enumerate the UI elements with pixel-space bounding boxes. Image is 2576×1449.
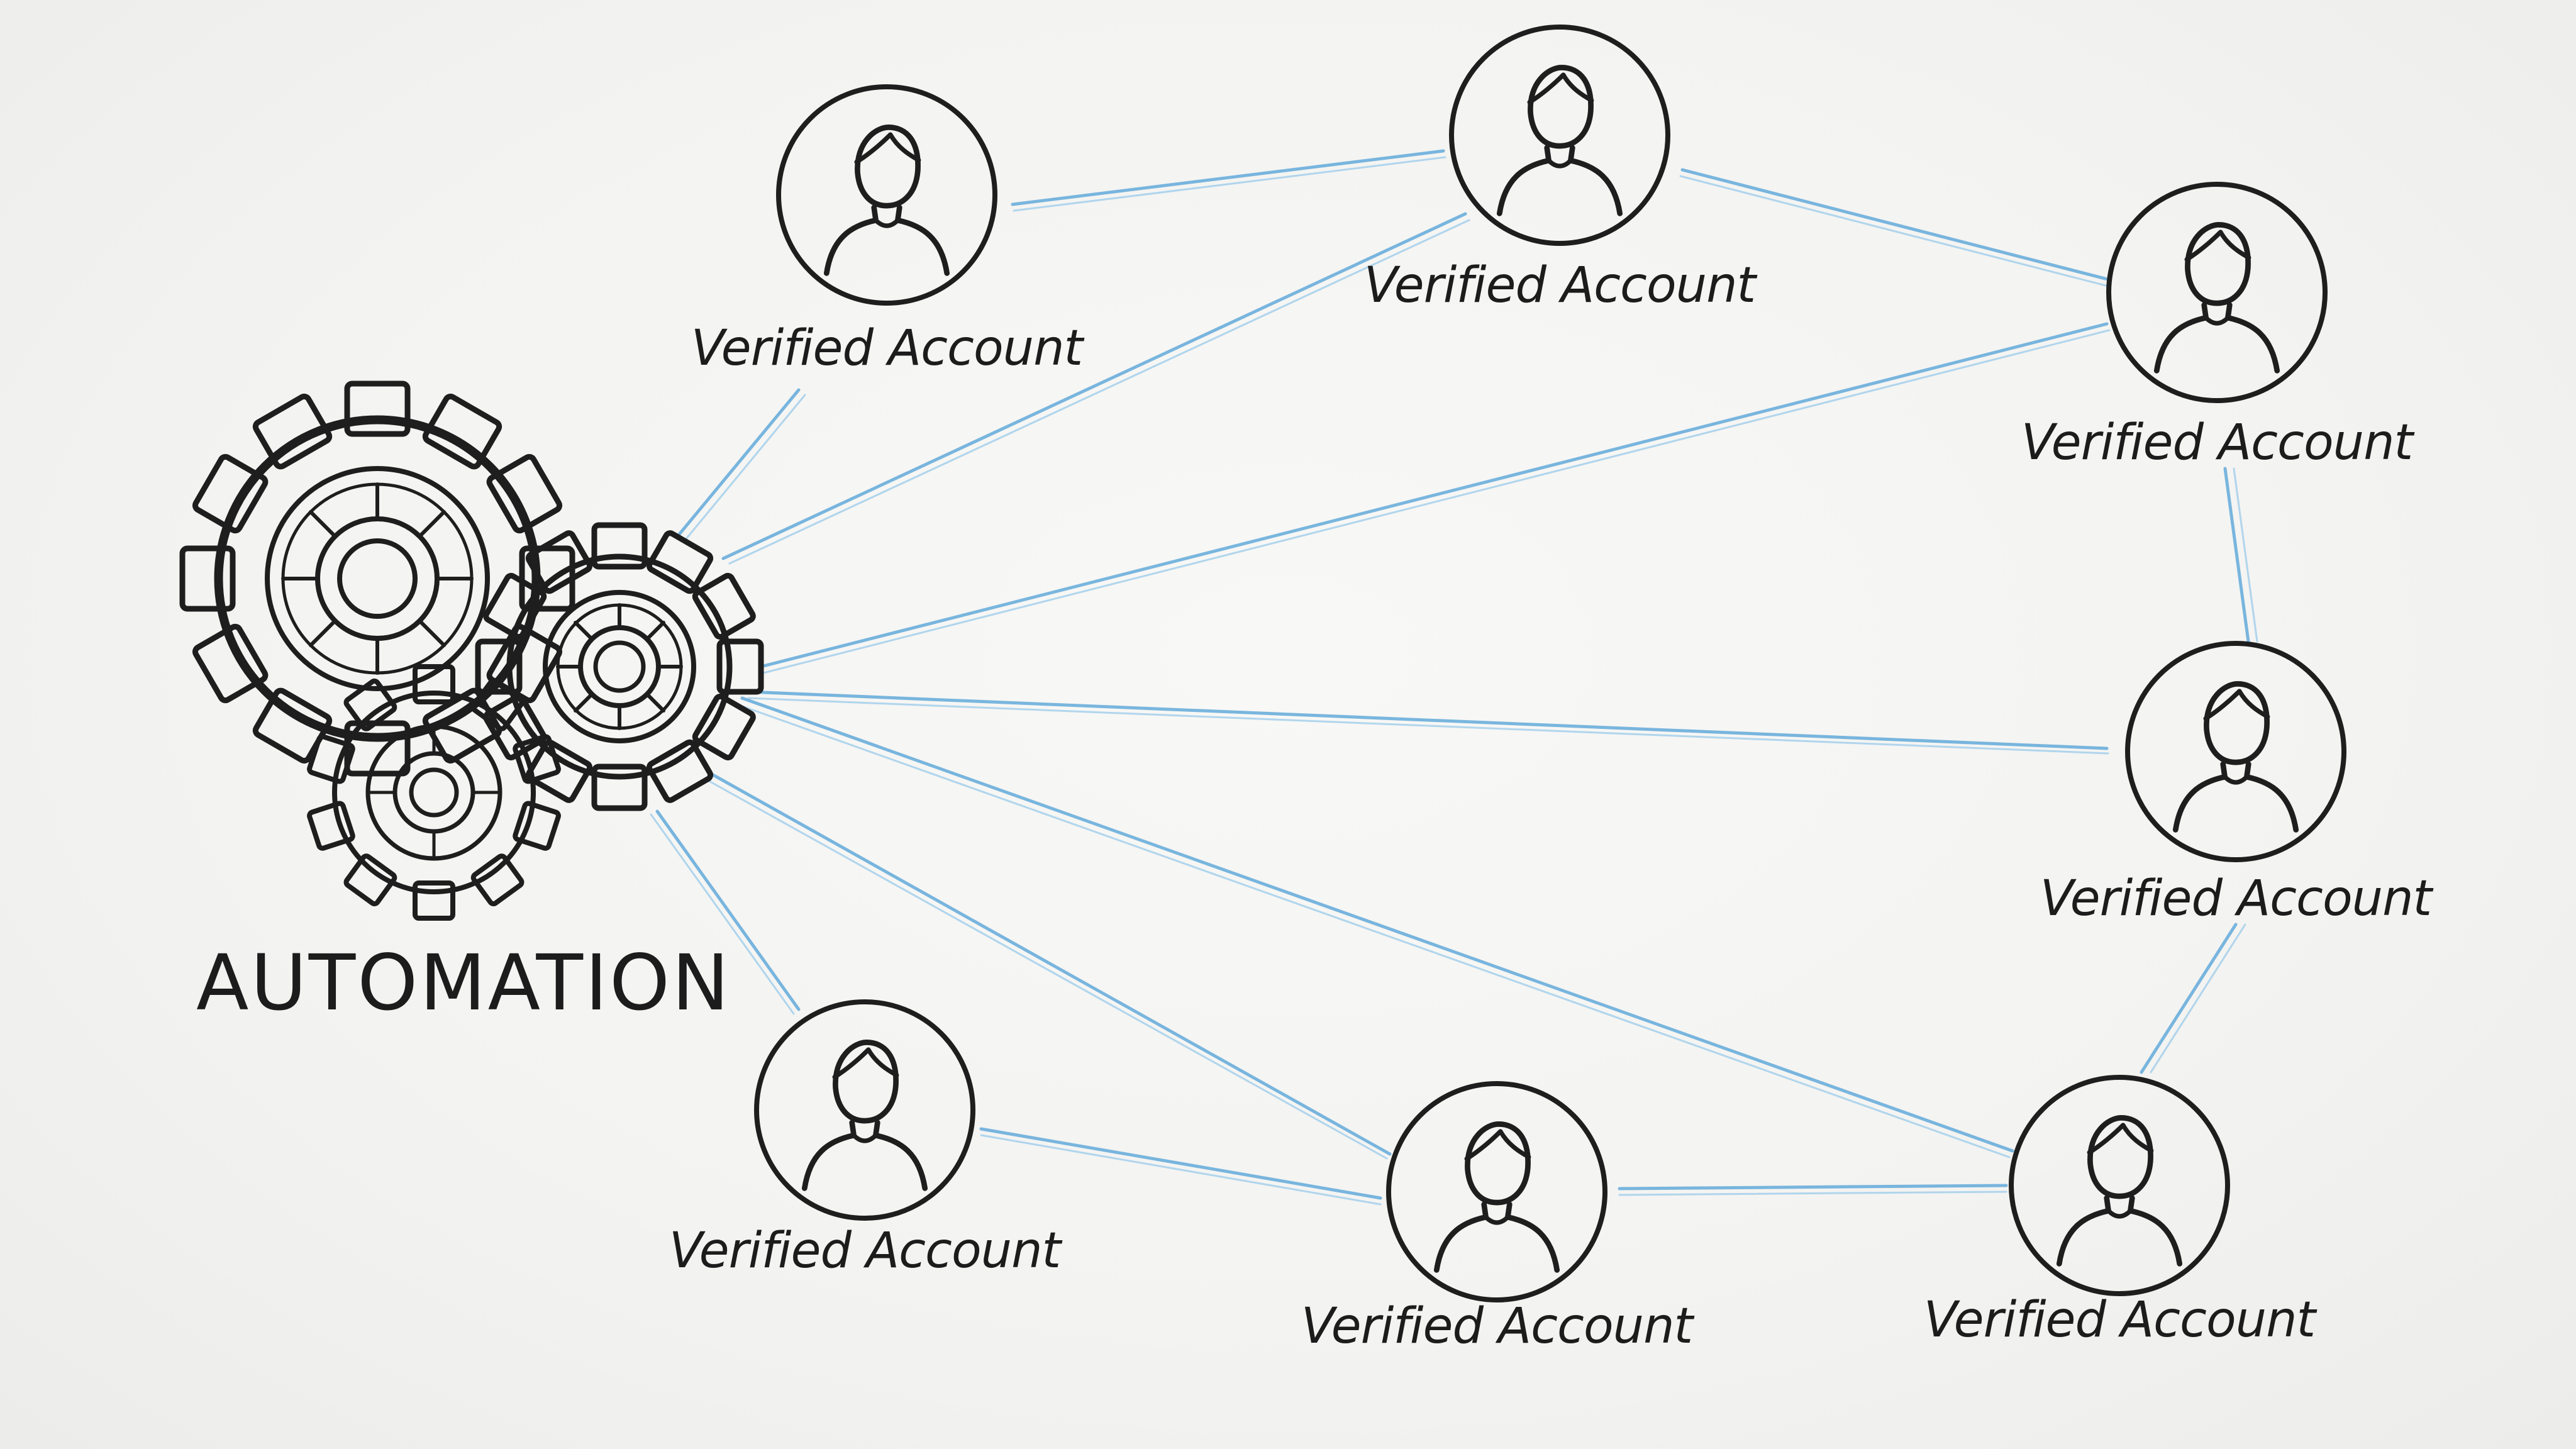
connection-account-4-account-7 [2140, 923, 2246, 1074]
connection-account-5-account-6 [979, 1127, 1382, 1206]
connection-hub-account-5 [650, 809, 801, 1015]
connection-hub-account-6 [706, 772, 1392, 1160]
account-label: Verified Account [1301, 1298, 1695, 1355]
automation-label: AUTOMATION [196, 938, 731, 1028]
connection-hub-account-3 [759, 322, 2111, 674]
account-label: Verified Account [1364, 257, 1758, 314]
user-icon [2157, 225, 2277, 370]
account-label: Verified Account [2021, 414, 2415, 471]
account-node-6: Verified Account [1301, 1081, 1696, 1355]
connection-hub-account-2 [721, 212, 1470, 565]
connection-account-3-account-4 [2223, 467, 2258, 643]
account-label: Verified Account [669, 1223, 1063, 1279]
account-node-2: Verified Account [1364, 25, 1758, 314]
user-icon [2175, 684, 2296, 830]
gears-icon [179, 380, 764, 921]
connection-account-6-account-7 [1618, 1184, 2008, 1196]
account-node-1: Verified Account [691, 84, 1085, 377]
account-circle [776, 84, 997, 306]
user-icon [804, 1042, 924, 1188]
account-node-7: Verified Account [1924, 1075, 2318, 1348]
connection-hub-account-1 [676, 388, 806, 541]
account-node-3: Verified Account [2021, 182, 2416, 471]
connection-hub-account-4 [747, 690, 2109, 755]
account-circle [2125, 641, 2346, 862]
user-icon [2059, 1118, 2179, 1263]
account-label: Verified Account [2040, 870, 2434, 927]
user-icon [1436, 1124, 1557, 1270]
account-node-4: Verified Account [2040, 641, 2434, 927]
user-icon [826, 127, 947, 273]
medium-gear [475, 522, 764, 811]
account-circle [1449, 25, 1670, 246]
account-circle [2106, 182, 2328, 403]
account-label: Verified Account [1924, 1292, 2318, 1348]
connection-account-2-account-3 [1679, 168, 2112, 287]
connection-hub-account-7 [736, 696, 2014, 1158]
connection-account-1-account-2 [1011, 149, 1446, 212]
small-gear [307, 664, 561, 921]
connections [650, 149, 2258, 1206]
account-node-5: Verified Account [669, 999, 1063, 1279]
user-icon [1499, 67, 1619, 213]
account-label: Verified Account [691, 320, 1085, 377]
account-circle [1386, 1081, 1607, 1302]
account-circle [754, 999, 975, 1221]
account-circle [2009, 1075, 2230, 1296]
